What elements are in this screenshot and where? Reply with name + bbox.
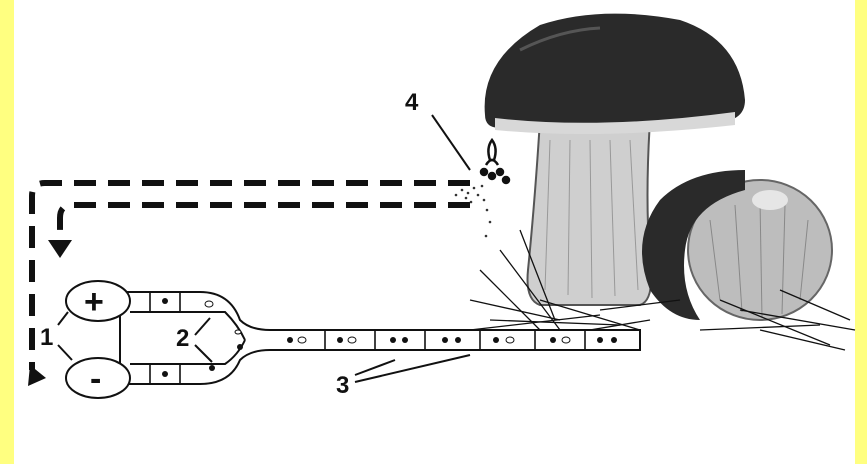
- basidium-icon: [481, 140, 509, 183]
- pointer-line-4: [432, 115, 470, 170]
- label-3: 3: [336, 372, 349, 399]
- arrowhead-outer: [28, 365, 46, 386]
- mushroom-small-icon: [642, 170, 832, 320]
- label-4: 4: [405, 89, 419, 116]
- label-2: 2: [176, 325, 189, 352]
- sign-plus: +: [84, 283, 104, 321]
- sign-minus: -: [90, 360, 101, 398]
- label-1: 1: [40, 324, 53, 351]
- spore-spray: [455, 185, 492, 238]
- arrowhead-inner: [48, 240, 72, 258]
